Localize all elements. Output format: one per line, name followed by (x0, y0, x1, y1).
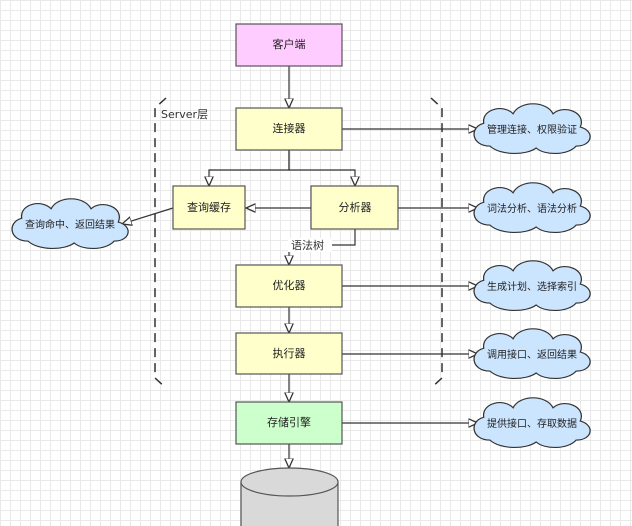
node-cache[interactable]: 查询缓存 (172, 185, 246, 230)
node-storage-engine-label: 存储引擎 (267, 415, 311, 429)
node-storage-engine[interactable]: 存储引擎 (235, 401, 343, 445)
edge-connector-analyzer (288, 150, 355, 186)
node-cache-label: 查询缓存 (187, 200, 231, 214)
node-client[interactable]: 客户端 (235, 23, 343, 67)
node-optimizer-label: 优化器 (273, 278, 306, 292)
node-client-label: 客户端 (273, 37, 306, 51)
server-boundary-left (154, 97, 167, 389)
cloud-connector: 管理连接、权限验证 (473, 103, 591, 155)
node-connector[interactable]: 连接器 (235, 107, 343, 151)
node-connector-label: 连接器 (273, 122, 306, 135)
database-icon (240, 467, 339, 526)
node-analyzer[interactable]: 分析器 (310, 185, 399, 230)
cloud-engine: 提供接口、存取数据 (473, 397, 591, 449)
cloud-analyzer-label: 词法分析、语法分析 (487, 202, 577, 215)
cloud-cache: 查询命中、返回结果 (11, 198, 129, 250)
node-optimizer[interactable]: 优化器 (235, 264, 343, 308)
syntax-tree-label-bg (288, 238, 332, 252)
node-client-box (235, 23, 343, 67)
node-storage-engine-box (235, 401, 343, 445)
node-executor-box (235, 332, 343, 375)
cloud-executor: 调用接口、返回结果 (473, 328, 591, 380)
cloud-cache-label: 查询命中、返回结果 (25, 218, 115, 231)
server-boundary-right (430, 97, 443, 389)
cloud-engine-label: 提供接口、存取数据 (487, 417, 577, 430)
node-executor[interactable]: 执行器 (235, 332, 343, 375)
edge-cache-cloud (122, 207, 174, 224)
server-label: Server层 (161, 108, 208, 121)
syntax-tree-label: 语法树 (291, 238, 324, 252)
node-optimizer-box (235, 264, 343, 308)
cloud-executor-label: 调用接口、返回结果 (487, 348, 577, 361)
node-analyzer-label: 分析器 (339, 200, 372, 214)
node-executor-label: 执行器 (273, 346, 306, 360)
cloud-connector-label: 管理连接、权限验证 (487, 123, 577, 136)
cloud-analyzer: 词法分析、语法分析 (473, 182, 591, 234)
cloud-optimizer-label: 生成计划、选择索引 (487, 280, 577, 293)
node-cache-box (172, 185, 246, 230)
edge-connector-cache (209, 150, 290, 186)
node-analyzer-box (310, 185, 399, 230)
cloud-optimizer: 生成计划、选择索引 (473, 260, 591, 312)
node-connector-box (235, 107, 343, 151)
